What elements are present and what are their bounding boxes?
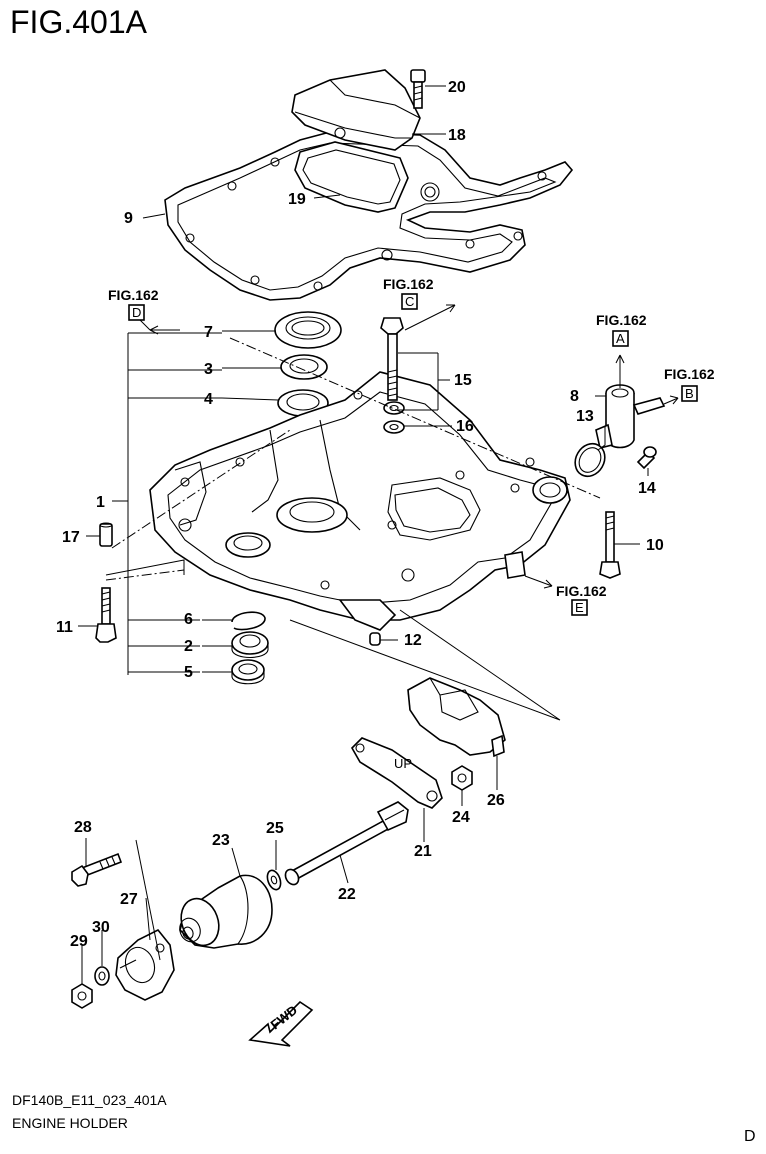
diagram-code: DF140B_E11_023_401A xyxy=(12,1092,167,1108)
nut-29[interactable] xyxy=(71,983,93,1009)
callout-18: 18 xyxy=(448,127,466,144)
bolt-11[interactable] xyxy=(95,587,117,643)
callout-24: 24 xyxy=(452,809,470,826)
callout-6: 6 xyxy=(184,611,193,628)
callout-labels: 20 18 19 9 7 3 4 15 16 1 17 11 6 2 5 8 1… xyxy=(56,79,664,950)
plate-21[interactable]: UP xyxy=(351,737,443,809)
callout-23: 23 xyxy=(212,832,230,849)
engine-mount-23[interactable] xyxy=(175,874,273,950)
gasket-9[interactable] xyxy=(164,131,574,301)
callout-28: 28 xyxy=(74,819,92,836)
callout-14: 14 xyxy=(638,480,656,497)
callout-7: 7 xyxy=(204,324,213,341)
nut-24[interactable] xyxy=(451,765,473,791)
fig-ref-c-label: FIG.162 xyxy=(383,276,434,292)
figure-reference-d[interactable]: FIG.162 D xyxy=(108,287,159,321)
bearing-3[interactable] xyxy=(280,354,328,380)
callout-3: 3 xyxy=(204,361,213,378)
callout-11: 11 xyxy=(56,619,73,636)
bolt-10[interactable] xyxy=(599,511,621,579)
up-mark: UP xyxy=(394,756,412,771)
bolt-28[interactable] xyxy=(71,852,123,887)
figure-reference-b[interactable]: FIG.162 B xyxy=(664,366,715,402)
oil-seal-7[interactable] xyxy=(274,311,342,349)
gasket-19[interactable] xyxy=(294,141,409,213)
callout-17: 17 xyxy=(62,529,80,546)
fig-ref-b-box: B xyxy=(685,386,694,401)
callout-20: 20 xyxy=(448,79,466,96)
callout-4: 4 xyxy=(204,391,213,408)
callout-5: 5 xyxy=(184,664,193,681)
water-fitting-8[interactable] xyxy=(595,384,666,449)
callout-13: 13 xyxy=(576,408,594,425)
corner-letter: D xyxy=(744,1128,756,1145)
o-ring-13[interactable] xyxy=(569,438,610,481)
figure-reference-a[interactable]: FIG.162 A xyxy=(596,312,647,347)
callout-21: 21 xyxy=(414,843,432,860)
figure-reference-e[interactable]: FIG.162 E xyxy=(556,583,607,616)
fig-ref-e-box: E xyxy=(575,600,584,615)
screw-14[interactable] xyxy=(636,446,657,470)
callout-29: 29 xyxy=(70,933,88,950)
callout-12: 12 xyxy=(404,632,422,649)
callout-2: 2 xyxy=(184,638,193,655)
callout-16: 16 xyxy=(456,418,474,435)
bolt-20[interactable] xyxy=(410,69,426,109)
engine-holder-1[interactable] xyxy=(149,371,571,631)
callout-26: 26 xyxy=(487,792,505,809)
callout-27: 27 xyxy=(120,891,138,908)
circlip-6[interactable] xyxy=(231,611,266,631)
washer-30[interactable] xyxy=(94,966,110,986)
fig-ref-b-label: FIG.162 xyxy=(664,366,715,382)
callout-8: 8 xyxy=(570,388,579,405)
fig-ref-e-label: FIG.162 xyxy=(556,583,607,599)
fig-ref-a-box: A xyxy=(616,331,625,346)
callout-9: 9 xyxy=(124,210,133,227)
callout-22: 22 xyxy=(338,886,356,903)
fig-ref-a-label: FIG.162 xyxy=(596,312,647,328)
diagram-name: ENGINE HOLDER xyxy=(12,1115,128,1131)
leader-lines xyxy=(78,85,679,984)
callout-1: 1 xyxy=(96,494,105,511)
figure-title: FIG.401A xyxy=(10,4,147,40)
cover-18[interactable] xyxy=(291,69,421,151)
figure-reference-c[interactable]: FIG.162 C xyxy=(383,276,434,310)
callout-10: 10 xyxy=(646,537,664,554)
callout-15: 15 xyxy=(454,372,472,389)
mount-bracket-26[interactable] xyxy=(407,677,506,758)
callout-25: 25 xyxy=(266,820,284,837)
bolt-15[interactable] xyxy=(380,317,404,401)
stopper-27[interactable] xyxy=(115,928,175,1001)
washer-25[interactable] xyxy=(265,869,283,892)
callout-30: 30 xyxy=(92,919,110,936)
fig-ref-d-box: D xyxy=(132,305,141,320)
bearing-2[interactable] xyxy=(231,631,269,659)
callout-19: 19 xyxy=(288,191,306,208)
fig-ref-c-box: C xyxy=(405,294,414,309)
forward-direction-arrow: FWD xyxy=(248,1000,314,1047)
oil-seal-5[interactable] xyxy=(231,659,265,685)
fig-ref-d-label: FIG.162 xyxy=(108,287,159,303)
pin-12[interactable] xyxy=(369,632,381,646)
through-bolt-22[interactable] xyxy=(283,801,409,887)
dowel-pin-17[interactable] xyxy=(99,522,113,547)
